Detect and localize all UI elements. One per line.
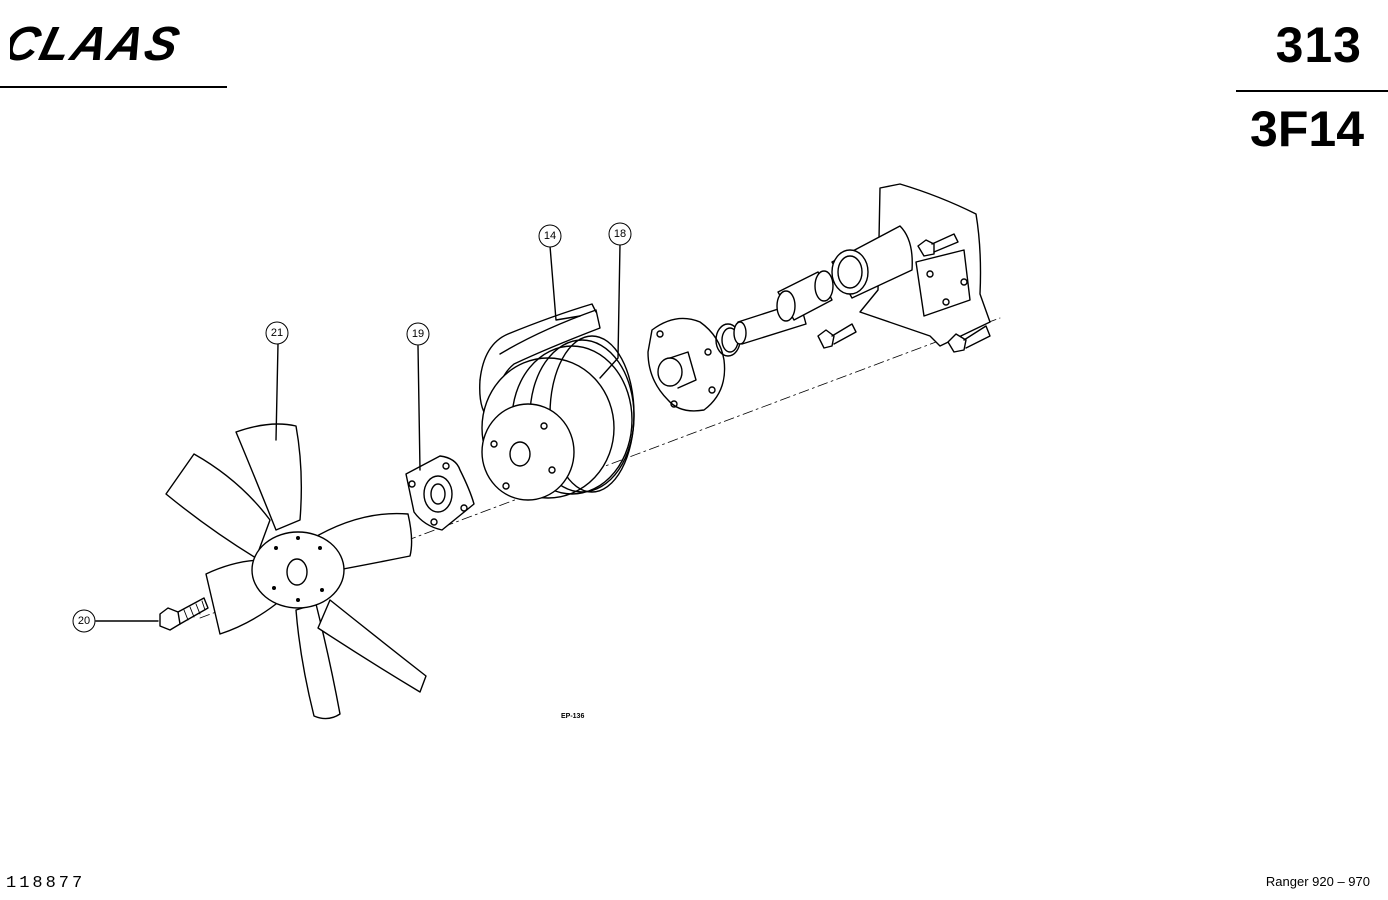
bracket-bolt-2 (947, 325, 991, 353)
callout-20-label: 20 (78, 615, 90, 627)
spacer-plate (405, 455, 475, 531)
claas-logo: CLAAS (10, 22, 186, 64)
model-range: Ranger 920 – 970 (1265, 874, 1370, 889)
callout-20-circle (72, 609, 96, 633)
pulley (481, 335, 635, 501)
bracket-bolt-1 (817, 323, 857, 349)
leader-21 (275, 343, 279, 441)
callout-18-circle (608, 222, 632, 246)
fan-blade-assembly (165, 423, 427, 720)
fan-rivets (272, 536, 324, 602)
fan-blade-bottom (295, 603, 341, 720)
callout-21-label: 21 (271, 327, 283, 339)
bracket-bolt-3 (917, 233, 959, 257)
fan-hub-bore (286, 558, 308, 586)
bearing-bracket (831, 183, 991, 347)
page-number: 313 (1275, 17, 1362, 73)
leader-14 (549, 245, 581, 321)
fan-bolt (159, 597, 209, 631)
callout-19-circle (406, 322, 430, 346)
callout-21-circle (265, 321, 289, 345)
callout-14-label: 14 (544, 230, 556, 242)
hub-flange (647, 317, 726, 412)
leader-18 (599, 243, 621, 379)
callout-19-label: 19 (412, 328, 424, 340)
bushing (776, 270, 834, 322)
leader-19 (417, 345, 421, 471)
drawing-reference: EP-136 (561, 713, 584, 720)
page-number-divider (1236, 90, 1388, 92)
callout-14-circle (538, 224, 562, 248)
logo-underline (0, 86, 227, 88)
callout-18-label: 18 (614, 228, 626, 240)
svg-text:CLAAS: CLAAS (10, 22, 186, 64)
section-code: 3F14 (1250, 101, 1364, 157)
fan-blade-lower-right (317, 599, 427, 693)
fan-blade-top (235, 423, 303, 531)
fan-blade-upper-left (165, 453, 271, 559)
document-number: 118877 (6, 874, 86, 893)
